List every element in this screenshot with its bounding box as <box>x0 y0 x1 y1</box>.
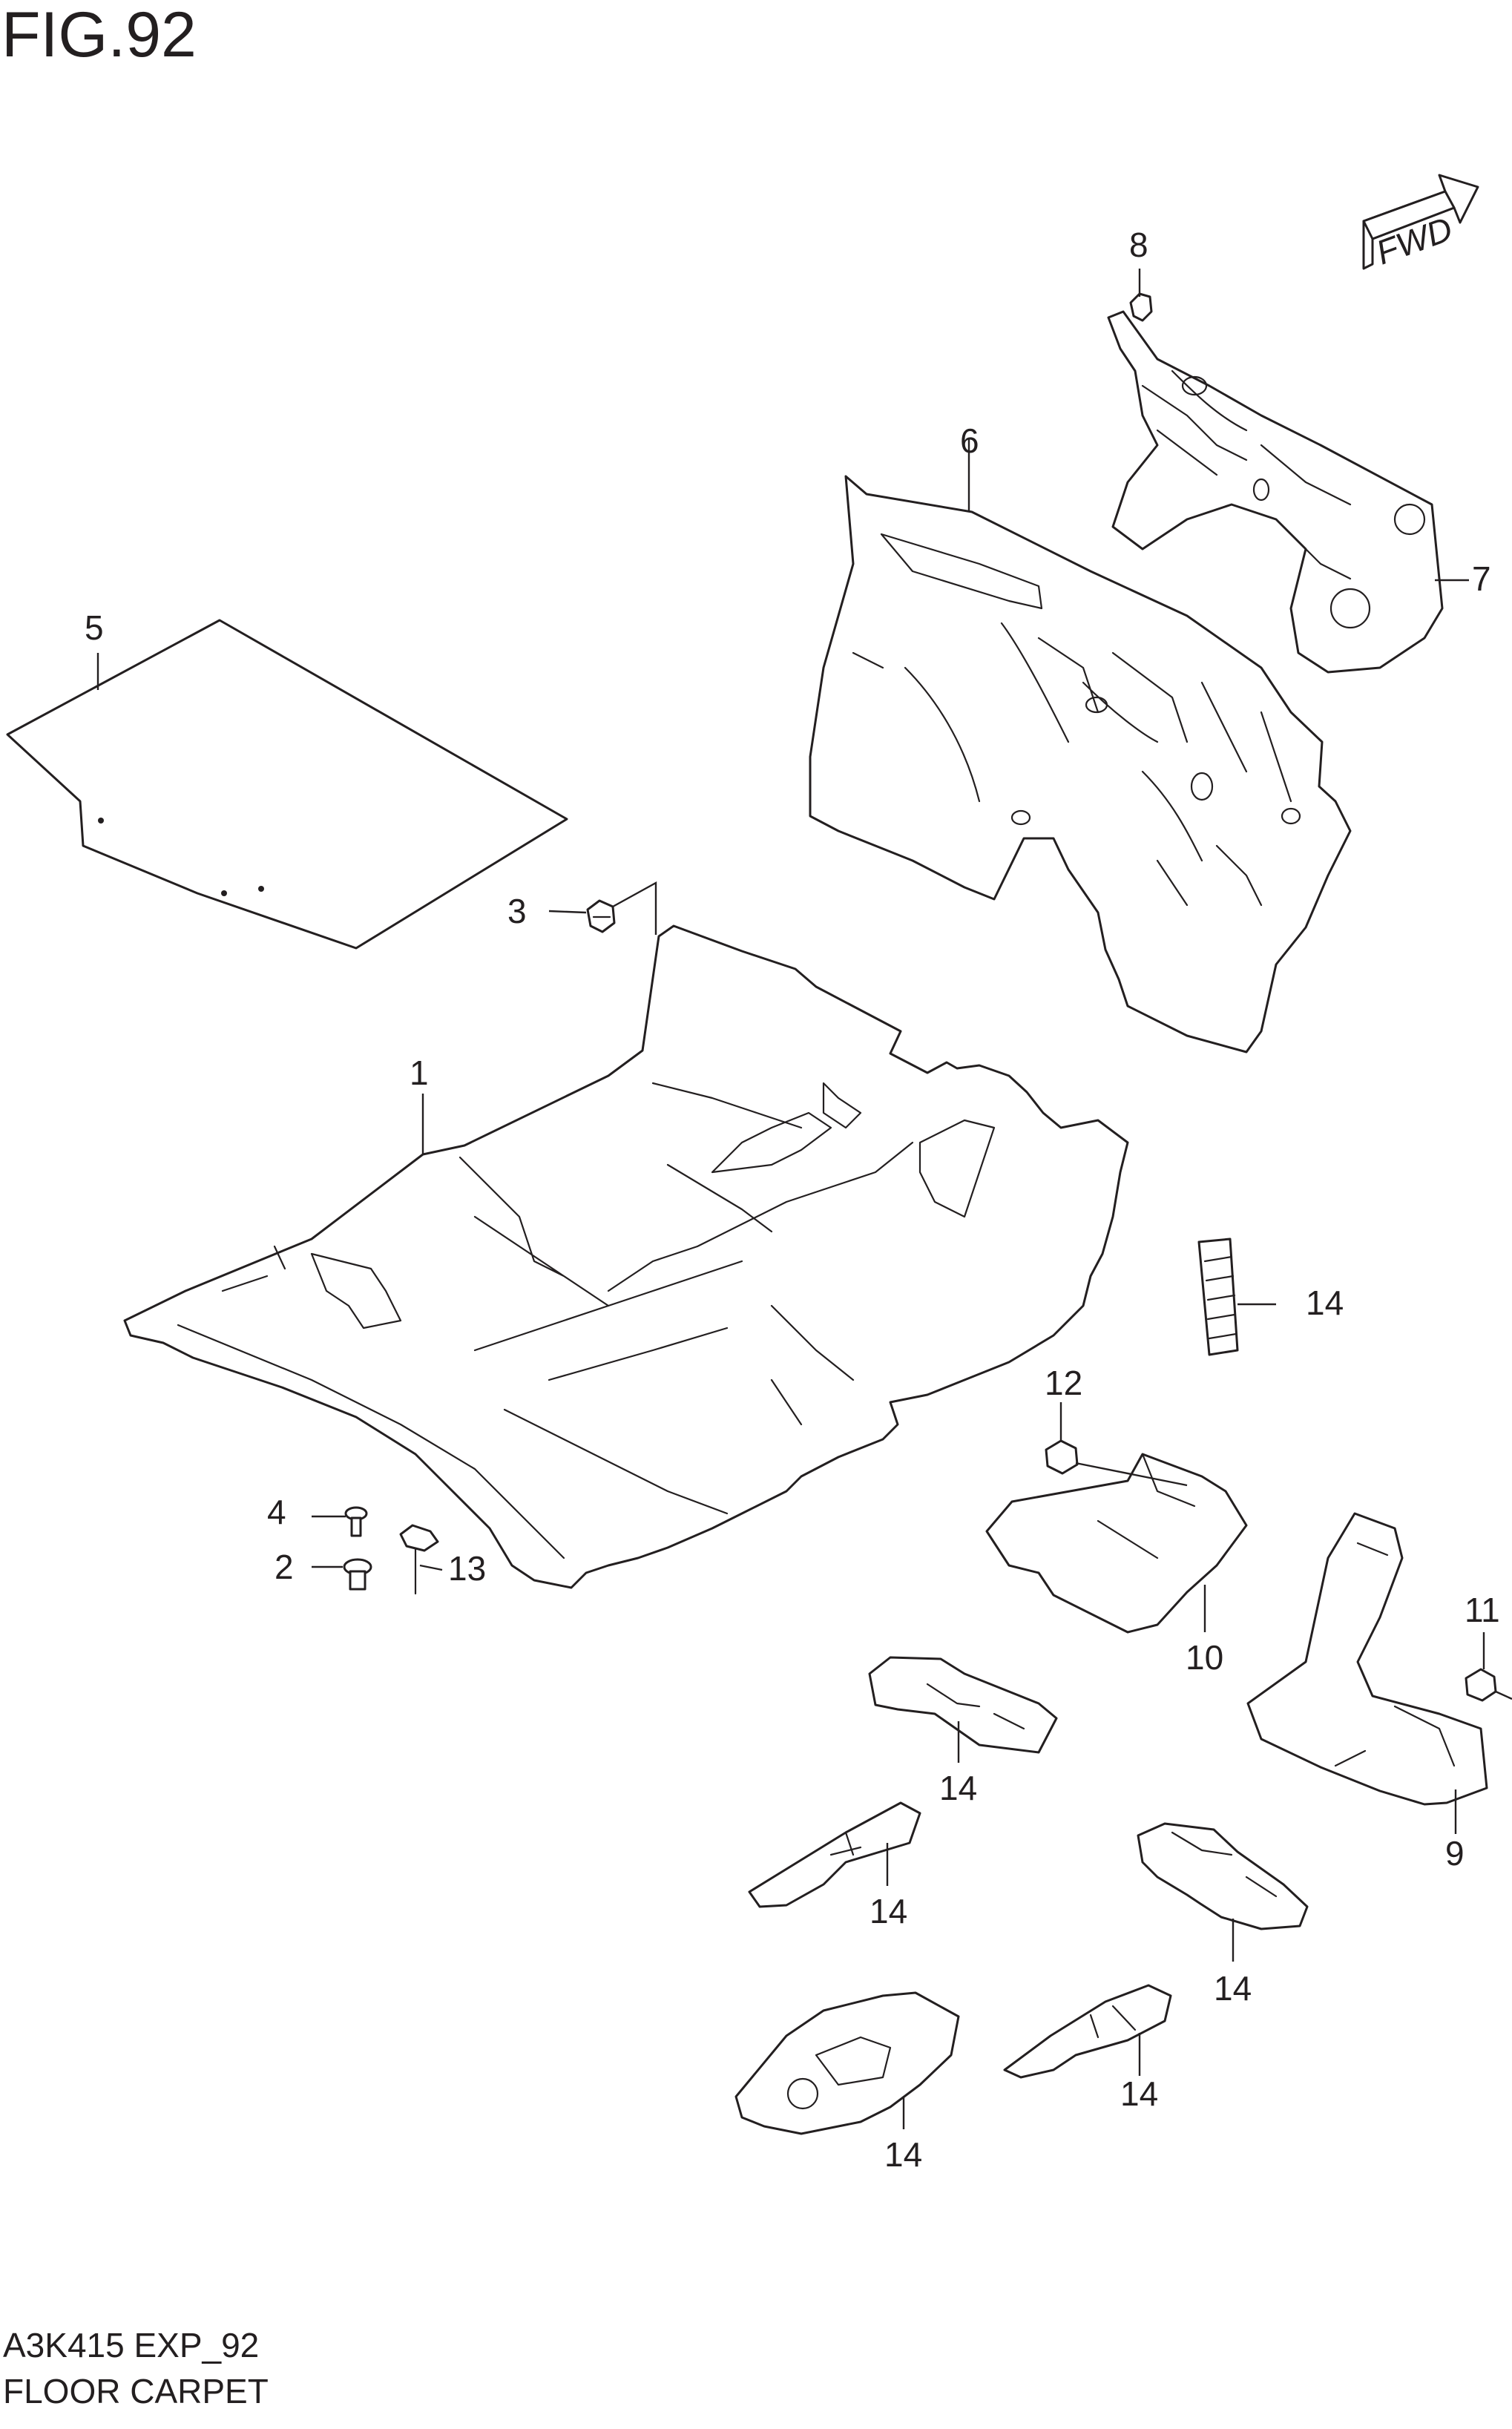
callout-10: 10 <box>1186 1638 1223 1677</box>
callout-14-d: 14 <box>1214 1969 1252 2008</box>
callout-12: 12 <box>1045 1364 1082 1402</box>
part-11-clip <box>1465 1668 1497 1702</box>
part-3-clip <box>586 899 616 933</box>
part-2-grommet <box>343 1558 372 1591</box>
callout-13: 13 <box>448 1549 486 1588</box>
callout-9: 9 <box>1445 1834 1465 1873</box>
part-14-foot-pad-c <box>748 1801 921 1908</box>
part-14-foot-pad-a <box>1197 1237 1239 1356</box>
part-14-foot-pad-f <box>1003 1984 1172 2079</box>
figure-title: FIG.92 <box>1 0 197 70</box>
part-13-fastener <box>399 1524 439 1595</box>
callout-1: 1 <box>410 1054 429 1092</box>
part-10-silencer <box>985 1453 1248 1634</box>
part-7-dash-insulator <box>1107 310 1444 674</box>
part-14-foot-pad-d <box>1137 1822 1309 1930</box>
fwd-arrow-icon: FWD <box>1362 174 1479 272</box>
callout-6: 6 <box>960 421 979 460</box>
part-6-dash-silencer <box>809 475 1352 1054</box>
part-8-clip <box>1129 292 1153 322</box>
callout-14-c: 14 <box>870 1892 907 1930</box>
callout-14-b: 14 <box>939 1769 977 1807</box>
callout-14-e: 14 <box>884 2135 922 2174</box>
figure-caption: FLOOR CARPET <box>3 2372 269 2410</box>
callout-11: 11 <box>1465 1591 1500 1629</box>
part-14-foot-pad-b <box>868 1656 1058 1754</box>
part-5-cargo-mat <box>6 619 568 950</box>
callout-4: 4 <box>267 1493 286 1531</box>
callout-2: 2 <box>275 1548 294 1586</box>
part-9-silencer <box>1246 1512 1488 1806</box>
callout-7: 7 <box>1472 559 1491 598</box>
callout-14-f: 14 <box>1120 2074 1158 2113</box>
leader-lines <box>96 269 1512 2129</box>
part-12-clip <box>1045 1439 1079 1475</box>
part-1-floor-carpet <box>123 924 1129 1589</box>
callout-8: 8 <box>1129 226 1148 264</box>
part-4-bolt <box>344 1506 368 1537</box>
diagram-code: A3K415 EXP_92 <box>3 2326 260 2364</box>
callout-14-a: 14 <box>1306 1283 1344 1322</box>
callout-5: 5 <box>85 608 104 647</box>
part-14-foot-pad-e <box>734 1991 960 2135</box>
callout-3: 3 <box>507 892 527 930</box>
